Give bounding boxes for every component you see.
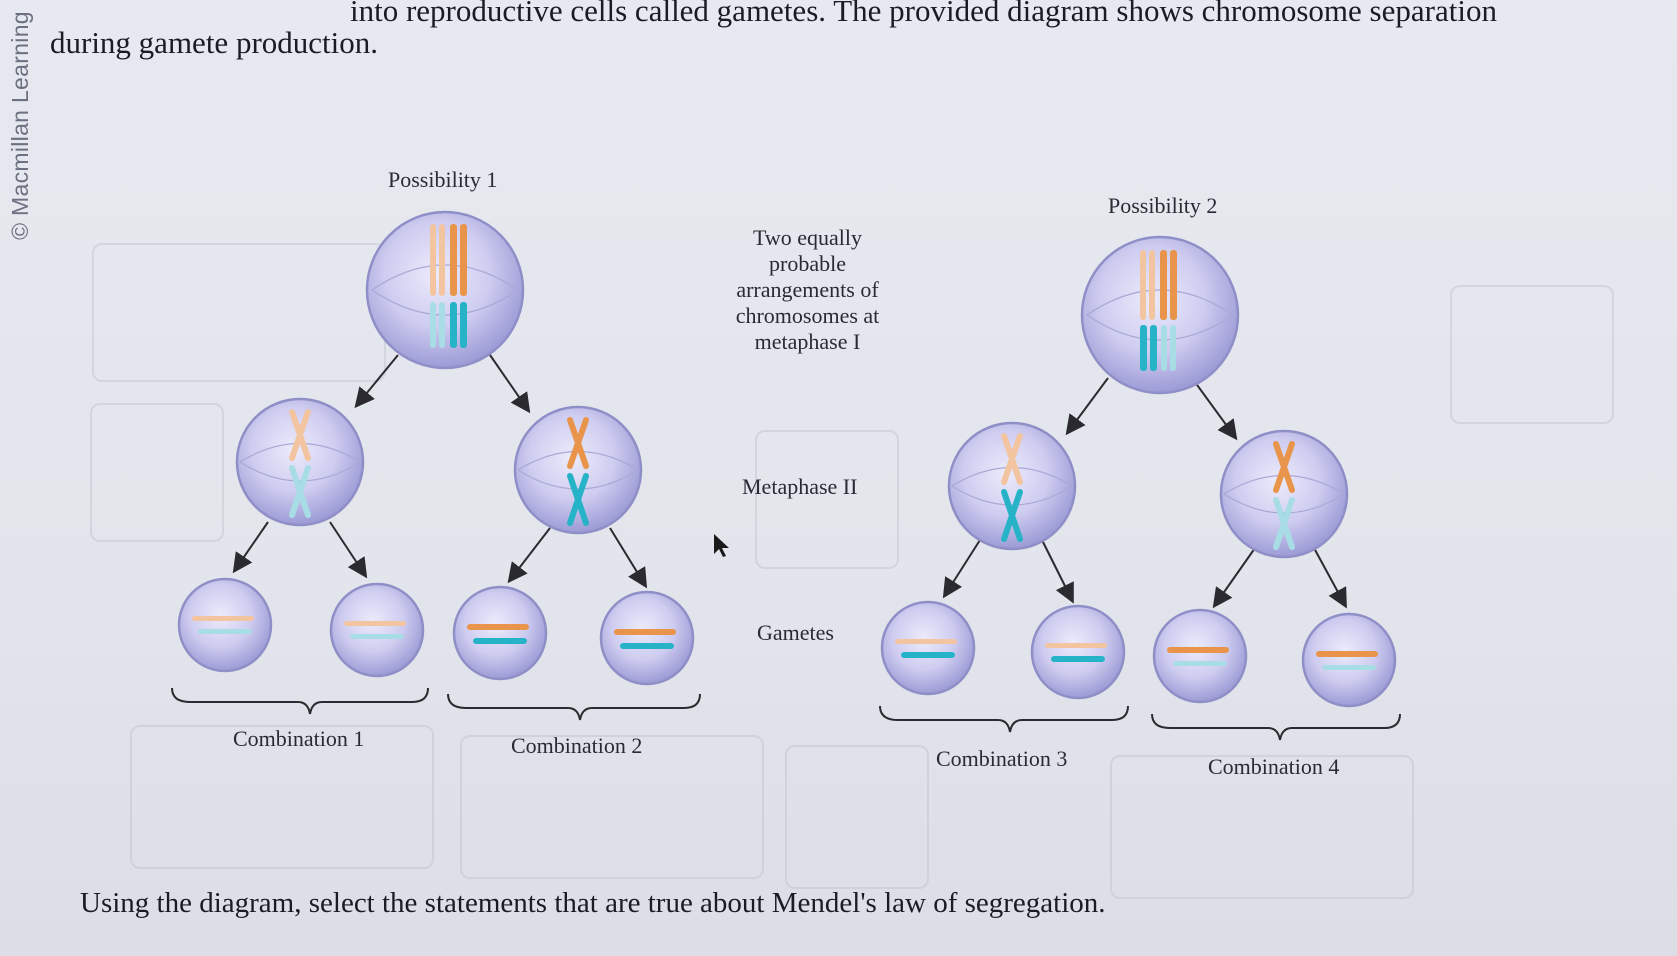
background-box	[755, 430, 899, 569]
combination-2-label: Combination 2	[511, 733, 643, 758]
metaphase-1-line: metaphase I	[754, 329, 861, 354]
gamete-5	[880, 600, 976, 696]
gamete-1	[177, 577, 273, 673]
gametes-label: Gametes	[757, 620, 834, 645]
gamete-4	[599, 590, 695, 686]
cell-metaphase-2-c	[947, 421, 1077, 551]
combination-4-label: Combination 4	[1208, 754, 1340, 779]
cell-possibility-2-metaphase-1	[1080, 235, 1240, 395]
background-box	[1110, 755, 1414, 899]
cell-metaphase-2-b	[513, 405, 643, 535]
gamete-7	[1152, 608, 1248, 704]
arrows	[232, 354, 1347, 609]
background-box	[1450, 285, 1614, 424]
combination-1-label: Combination 1	[233, 726, 365, 751]
intro-line-2: during gamete production.	[50, 25, 378, 60]
background-box	[785, 745, 929, 889]
background-box	[130, 725, 434, 869]
gamete-6	[1030, 604, 1126, 700]
metaphase-1-label: Two equally probable arrangements of chr…	[720, 225, 895, 355]
question-prompt: Using the diagram, select the statements…	[80, 887, 1106, 919]
metaphase-1-line: Two equally	[752, 225, 863, 250]
background-box	[460, 735, 764, 879]
cell-metaphase-2-d	[1219, 429, 1349, 559]
intro-line-1: into reproductive cells called gametes. …	[350, 0, 1497, 28]
combination-3-label: Combination 3	[936, 746, 1068, 771]
metaphase-1-line: probable	[769, 251, 846, 276]
cell-metaphase-2-a	[235, 397, 365, 527]
cursor-icon	[714, 534, 729, 557]
combination-brackets	[171, 687, 1401, 741]
gamete-3	[452, 585, 548, 681]
possibility-2-label: Possibility 2	[1108, 193, 1218, 218]
metaphase-1-line: chromosomes at	[735, 303, 880, 328]
gamete-2	[329, 582, 425, 678]
gamete-8	[1301, 612, 1397, 708]
metaphase-1-line: arrangements of	[736, 277, 879, 302]
cell-possibility-1-metaphase-1	[365, 210, 525, 370]
background-box	[90, 403, 224, 542]
metaphase-2-label: Metaphase II	[742, 474, 858, 499]
possibility-1-label: Possibility 1	[388, 167, 498, 192]
